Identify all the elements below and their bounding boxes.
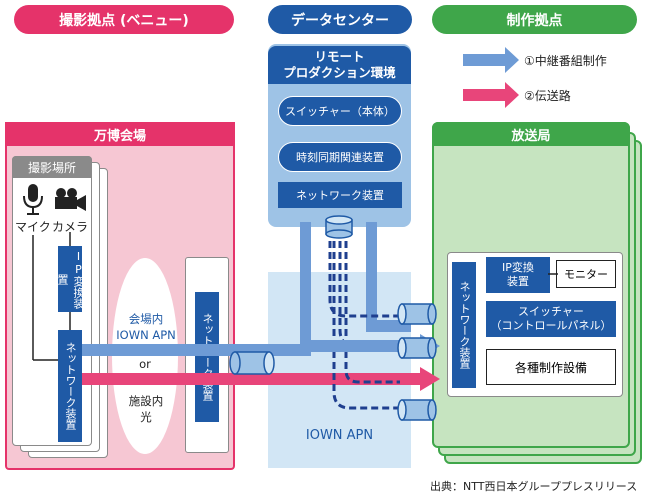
monitor-connector	[548, 273, 558, 275]
broadcaster-title: 放送局	[432, 122, 630, 146]
header-venue: 撮影拠点 (ベニュー)	[14, 5, 234, 34]
datacenter-time-sync: 時刻同期関連装置	[278, 142, 402, 172]
transmission-arrowhead	[420, 367, 440, 391]
venue-apn-label: 会場内 IOWN APN	[116, 312, 176, 342]
venue-shooting-network: ネットワーク装置	[58, 330, 82, 442]
shooting-location-title: 撮影場所	[12, 156, 92, 178]
relay-line-main	[311, 340, 422, 352]
legend-relay-label: ①中継番組制作	[524, 54, 607, 68]
shooting-connectors	[32, 232, 71, 361]
microphone-icon	[23, 184, 43, 215]
header-datacenter: データセンター	[268, 5, 412, 34]
relay-trunk-left	[300, 222, 311, 356]
or-label: or	[139, 357, 151, 371]
legend-arrows	[463, 47, 519, 108]
header-production: 制作拠点	[432, 5, 637, 34]
iown-apn-label: IOWN APN	[305, 427, 374, 443]
datacenter-network: ネットワーク装置	[278, 182, 402, 208]
broadcaster-switcher: スイッチャー （コントロールパネル）	[486, 301, 616, 337]
dashed-fiber-3	[332, 230, 400, 410]
dashed-fiber-4	[344, 230, 400, 384]
legend-transmission-arrow	[463, 82, 519, 108]
source-credit: 出典：NTT西日本グループプレスリリース	[430, 480, 638, 493]
legend-transmission-label: ②伝送路	[524, 89, 571, 103]
mic-label: マイク	[15, 220, 51, 234]
relay-trunk-right	[366, 222, 377, 332]
legend-relay-arrow	[463, 47, 519, 73]
broadcaster-equipment: 各種制作設備	[486, 349, 616, 385]
broadcaster-monitor: モニター	[556, 260, 616, 288]
iown-apn-area	[268, 272, 411, 468]
transmission-line	[82, 373, 422, 385]
relay-line-venue	[82, 344, 248, 356]
datacenter-title: リモート プロダクション環境	[268, 46, 411, 84]
broadcaster-network: ネットワーク装置	[452, 262, 476, 388]
video-camera-icon	[55, 188, 86, 211]
venue-ip-converter: IP変換装置	[56, 246, 85, 312]
broadcaster-ip-converter: IP変換 装置	[486, 257, 550, 293]
camera-label: カメラ	[52, 220, 89, 234]
venue-fiber-label: 施設内 光	[128, 394, 164, 424]
broadcaster-cable-cylinders	[397, 303, 437, 421]
venue-title: 万博会場	[5, 122, 235, 146]
datacenter-switcher: スイッチャー（本体）	[278, 96, 402, 126]
